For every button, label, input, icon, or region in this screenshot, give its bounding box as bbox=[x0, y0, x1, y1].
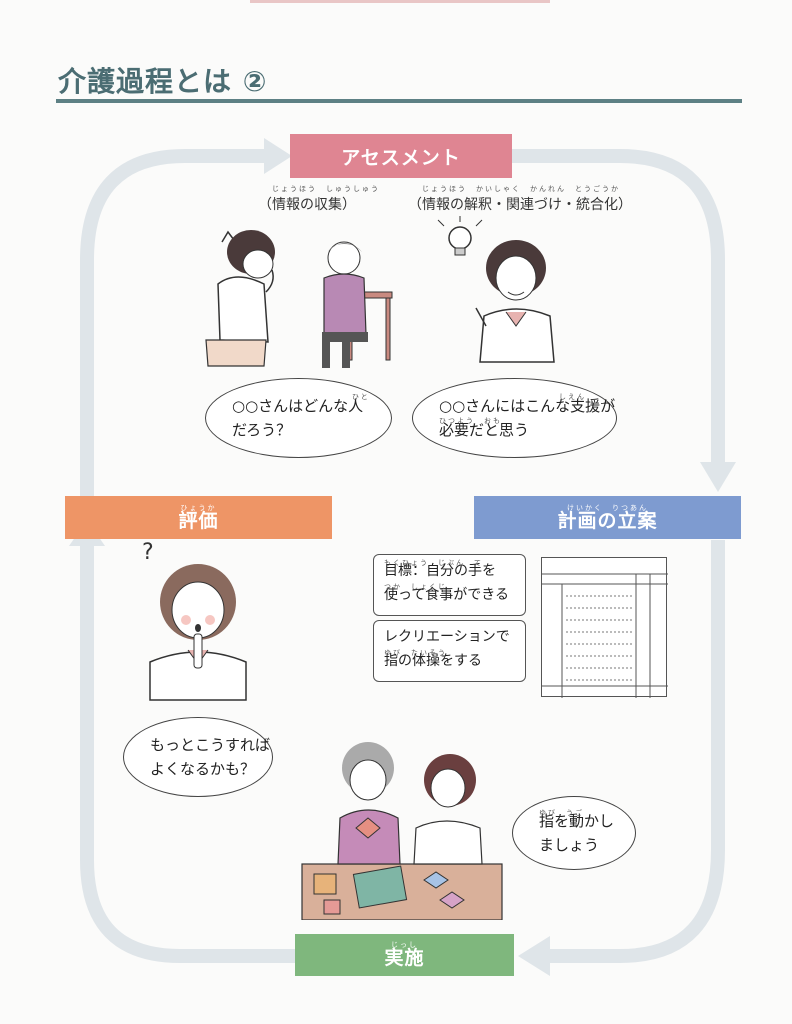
top-edge-tint bbox=[250, 0, 550, 3]
stage-assessment: アセスメント bbox=[290, 134, 512, 178]
plan-activity-ruby2: ゆび たいそう bbox=[384, 649, 447, 657]
stage-evaluation: ひょうか 評価 bbox=[65, 496, 332, 539]
implementation-illustration bbox=[301, 742, 503, 920]
stage-planning-stack: けいかく りつあん 計画の立案 bbox=[557, 503, 658, 532]
thinking-caregiver-illustration bbox=[149, 564, 247, 701]
bubble-who-line2: だろう？ bbox=[232, 421, 292, 439]
stage-implementation-stack: じっし 実施 bbox=[384, 942, 424, 968]
caption-interpret: （情報の解釈・関連づけ・統合化） bbox=[408, 197, 632, 213]
bubble-support-line1-wrap: しえん ○○さんにはこんな支援が bbox=[439, 393, 616, 418]
stage-implementation-label: 実施 bbox=[384, 947, 425, 969]
bubble-who-line1-wrap: ひと ○○さんはどんな人 bbox=[232, 393, 391, 418]
clipboard-icon bbox=[541, 557, 668, 698]
stage-assessment-label: アセスメント bbox=[341, 146, 461, 169]
plan-goal-box: もくひょう じぶん て 目標：自分の手を つか しょくじ 使って食事ができる bbox=[373, 554, 526, 616]
stage-evaluation-label: 評価 bbox=[178, 509, 219, 532]
stage-evaluation-ruby: ひょうか bbox=[180, 503, 217, 512]
plan-goal-line1-wrap: もくひょう じぶん て 目標：自分の手を bbox=[384, 559, 515, 583]
plan-sheet-lines bbox=[542, 573, 668, 698]
bubble-improve-line1: もっとこうすれば bbox=[150, 736, 271, 754]
speech-bubble-support: しえん ○○さんにはこんな支援が ひつよう おも 必要だと思う bbox=[412, 378, 617, 458]
plan-goal-line1: 目標：自分の手を bbox=[384, 563, 496, 579]
bubble-support-ruby1: しえん bbox=[559, 393, 586, 401]
caregiver-interview-illustration bbox=[205, 230, 393, 368]
bubble-support-ruby2: ひつよう おも bbox=[439, 417, 502, 425]
bubble-move-line1: 指を動かし bbox=[539, 812, 615, 830]
plan-goal-ruby2: つか しょくじ bbox=[384, 583, 447, 591]
caregiver-idea-illustration bbox=[437, 216, 555, 363]
stage-planning-ruby: けいかく りつあん bbox=[566, 503, 649, 512]
plan-goal-ruby1: もくひょう じぶん て bbox=[384, 559, 483, 567]
speech-bubble-improve: もっとこうすれば よくなるかも？ bbox=[123, 717, 273, 797]
title-underline bbox=[56, 99, 742, 103]
bubble-improve-line2: よくなるかも？ bbox=[150, 760, 256, 778]
bubble-who-line1: ○○さんはどんな人 bbox=[232, 397, 364, 415]
bubble-support-line2: 必要だと思う bbox=[439, 421, 530, 439]
stage-implementation: じっし 実施 bbox=[295, 934, 514, 976]
caption-collect: （情報の収集） bbox=[258, 197, 356, 213]
caption-interpret-block: じょうほう かいしゃく かんれん とうごうか （情報の解釈・関連づけ・統合化） bbox=[408, 184, 632, 214]
bubble-move-line2: ましょう bbox=[539, 836, 600, 854]
page-title: 介護過程とは ② bbox=[58, 65, 268, 98]
light-bulb-icon bbox=[437, 216, 483, 256]
bubble-support-line1: ○○さんにはこんな支援が bbox=[439, 397, 616, 415]
plan-activity-line1: レクリエーションで bbox=[384, 629, 510, 645]
caption-interpret-ruby: じょうほう かいしゃく かんれん とうごうか bbox=[422, 185, 620, 193]
speech-bubble-who: ひと ○○さんはどんな人 だろう？ bbox=[205, 378, 392, 458]
plan-activity-box: レクリエーションで ゆび たいそう 指の体操をする bbox=[373, 620, 526, 682]
stage-implementation-ruby: じっし bbox=[390, 941, 418, 949]
bubble-who-ruby: ひと bbox=[352, 393, 370, 401]
caption-collect-block: じょうほう しゅうしゅう （情報の収集） bbox=[258, 184, 380, 214]
stage-planning-label: 計画の立案 bbox=[557, 509, 658, 532]
speech-bubble-move-fingers: ゆび うご 指を動かし ましょう bbox=[512, 796, 636, 870]
stage-evaluation-stack: ひょうか 評価 bbox=[178, 503, 219, 532]
plan-activity-line2: 指の体操をする bbox=[384, 653, 482, 669]
bubble-move-ruby: ゆび うご bbox=[539, 809, 584, 817]
bubble-move-line1-wrap: ゆび うご 指を動かし bbox=[539, 809, 635, 833]
bubble-support-line2-wrap: ひつよう おも 必要だと思う bbox=[439, 417, 616, 442]
plan-goal-line2: 使って食事ができる bbox=[384, 587, 510, 603]
plan-goal-line2-wrap: つか しょくじ 使って食事ができる bbox=[384, 583, 515, 607]
question-mark-icon: ? bbox=[142, 540, 154, 565]
stage-planning: けいかく りつあん 計画の立案 bbox=[474, 496, 741, 539]
caption-collect-ruby: じょうほう しゅうしゅう bbox=[272, 185, 380, 193]
plan-activity-line2-wrap: ゆび たいそう 指の体操をする bbox=[384, 649, 515, 673]
